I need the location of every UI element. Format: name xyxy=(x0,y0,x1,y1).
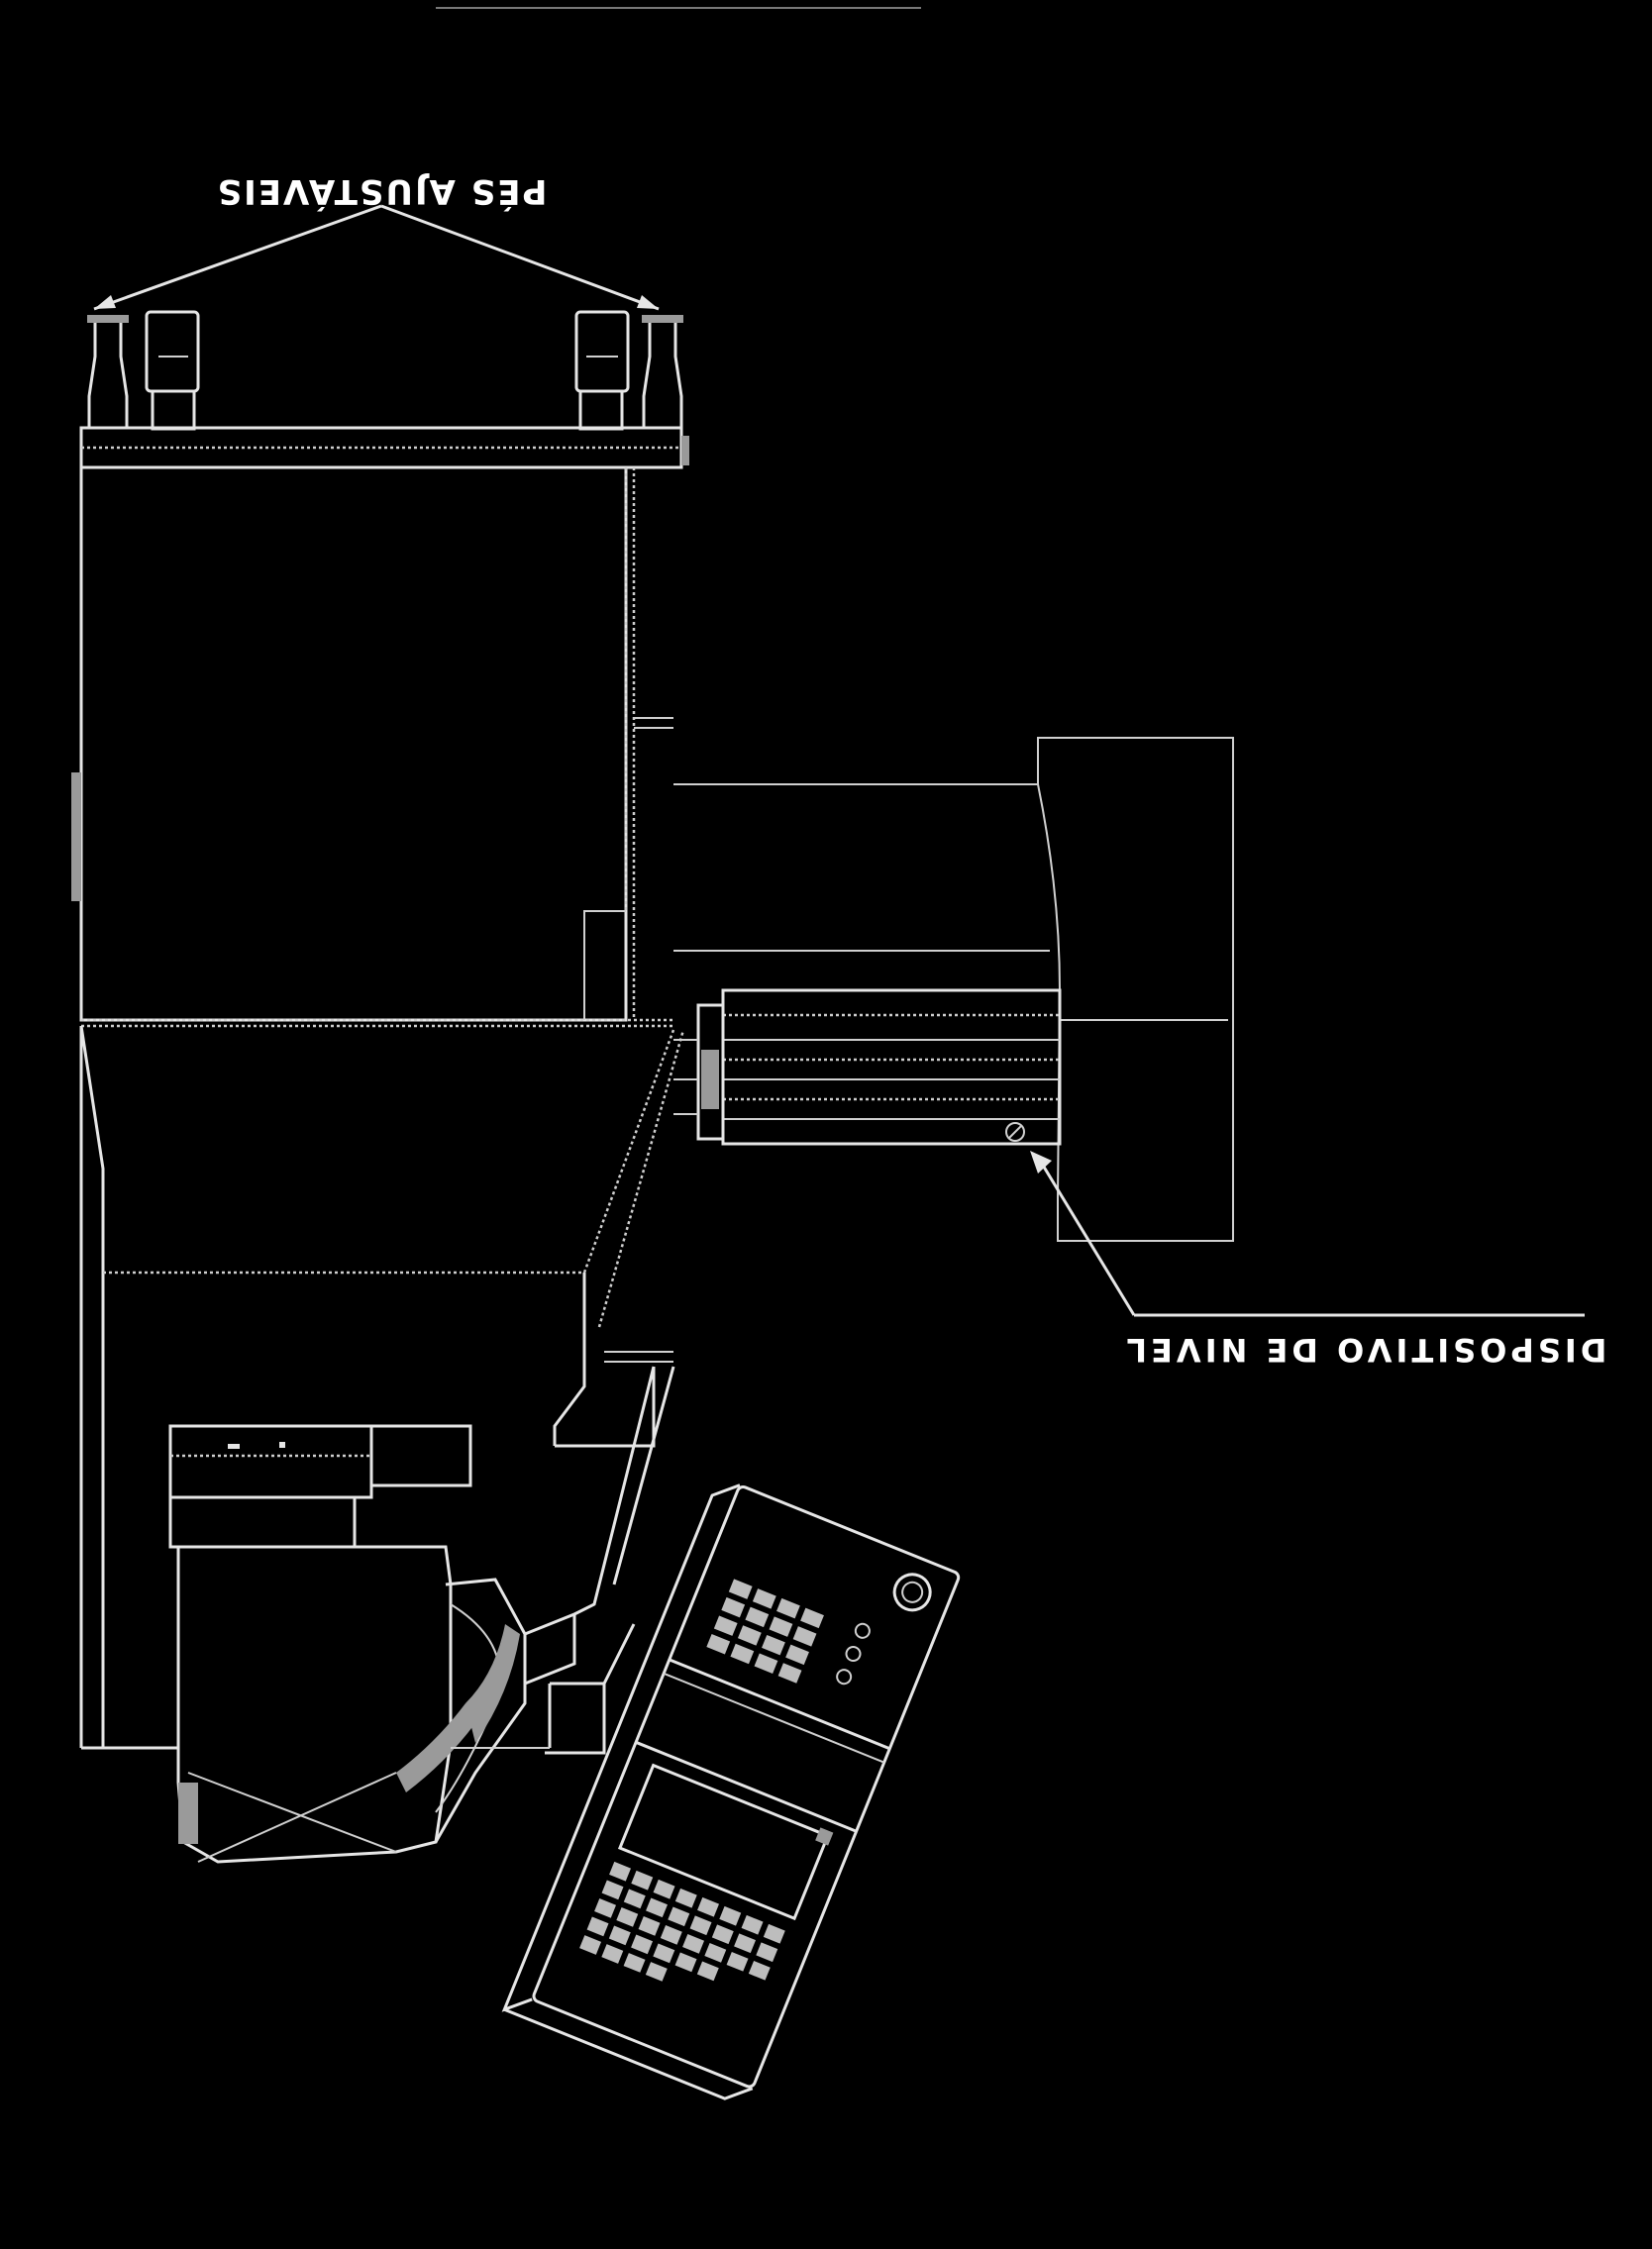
emergency-stop-button[interactable] xyxy=(889,1569,936,1615)
guide-block xyxy=(721,988,1062,1146)
arrowhead-right xyxy=(637,295,659,309)
adjustable-feet xyxy=(87,310,683,431)
lower-body-left xyxy=(79,1025,105,1750)
level-arrowhead xyxy=(1030,1151,1052,1174)
leader-line-left xyxy=(93,204,382,311)
adjustable-feet-callout: PÉS AJUSTÁVEIS xyxy=(93,171,660,311)
lower-keypad xyxy=(579,1861,785,1982)
chip-tray xyxy=(103,1424,527,1864)
knob-3[interactable] xyxy=(835,1668,853,1686)
level-device-callout: DISPOSITIVO DE NIVEL xyxy=(1030,1151,1606,1369)
machine-body xyxy=(71,426,689,1750)
knob-2[interactable] xyxy=(844,1645,862,1663)
side-handle xyxy=(71,772,81,901)
level-leader-line xyxy=(1040,1163,1136,1316)
hopper xyxy=(176,1545,453,1864)
knob-1[interactable] xyxy=(854,1622,872,1640)
upper-keypad xyxy=(706,1579,824,1684)
adjustable-feet-label: PÉS AJUSTÁVEIS xyxy=(216,171,548,212)
conveyor xyxy=(451,1366,675,1755)
display-screen xyxy=(617,1763,830,1921)
arrowhead-left xyxy=(94,295,116,309)
leader-line-right xyxy=(380,204,660,311)
upper-body xyxy=(79,465,628,1022)
spindle-housing xyxy=(673,737,1234,1242)
foot-left xyxy=(87,310,200,431)
cnc-control-panel xyxy=(501,1483,961,2100)
level-device-label: DISPOSITIVO DE NIVEL xyxy=(1123,1331,1607,1369)
level-device-icon xyxy=(1005,1122,1025,1142)
foot-right xyxy=(574,310,683,431)
